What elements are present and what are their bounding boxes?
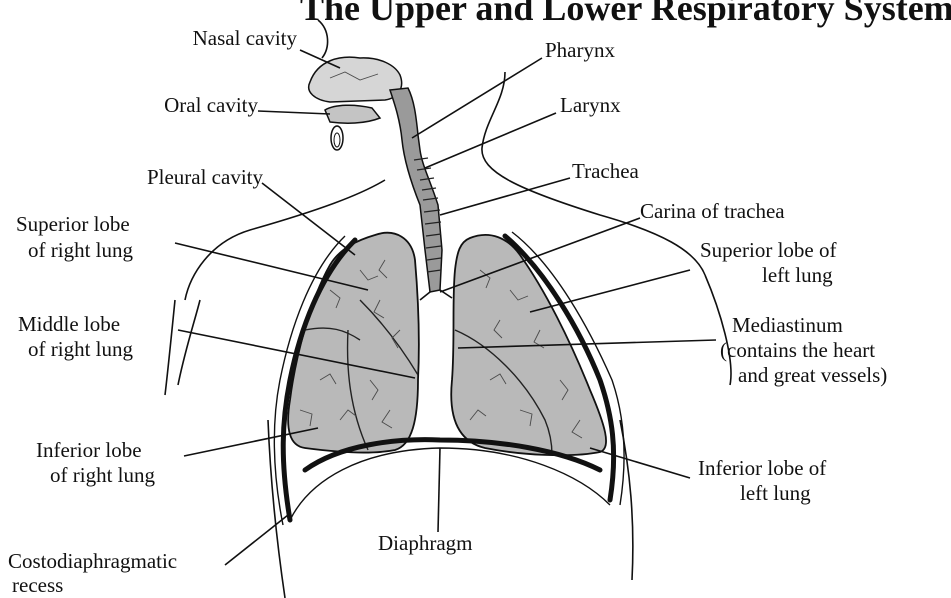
right-lung bbox=[288, 233, 419, 453]
label-inferior-right-line2: of right lung bbox=[50, 463, 155, 487]
label-inferior-left-line1: Inferior lobe of bbox=[698, 456, 826, 480]
label-pleural-cavity: Pleural cavity bbox=[147, 165, 264, 189]
diagram-title: The Upper and Lower Respiratory System bbox=[300, 0, 951, 28]
leader-costodiaphragmatic bbox=[225, 515, 288, 565]
label-superior-right-line1: Superior lobe bbox=[16, 212, 130, 236]
leader-pharynx bbox=[412, 58, 542, 138]
leader-oral-cavity bbox=[258, 111, 330, 114]
leader-trachea bbox=[440, 178, 570, 215]
label-trachea: Trachea bbox=[572, 159, 640, 183]
label-costodiaphragmatic-line2: recess bbox=[12, 573, 63, 597]
oral-cavity bbox=[325, 105, 380, 150]
label-middle-right-line1: Middle lobe bbox=[18, 312, 120, 336]
label-mediastinum-line3: and great vessels) bbox=[738, 363, 887, 387]
label-inferior-left-line2: left lung bbox=[740, 481, 811, 505]
leader-diaphragm bbox=[438, 448, 440, 532]
label-costodiaphragmatic-line1: Costodiaphragmatic bbox=[8, 549, 177, 573]
label-mediastinum-line2: (contains the heart bbox=[720, 338, 875, 362]
leader-lines bbox=[175, 50, 716, 565]
label-pharynx: Pharynx bbox=[545, 38, 615, 62]
label-superior-left-line1: Superior lobe of bbox=[700, 238, 836, 262]
label-diaphragm: Diaphragm bbox=[378, 531, 472, 555]
label-oral-cavity: Oral cavity bbox=[164, 93, 258, 117]
label-nasal-cavity: Nasal cavity bbox=[193, 26, 298, 50]
nasal-cavity bbox=[309, 57, 402, 102]
leader-inferior-left bbox=[590, 448, 690, 478]
labels: Nasal cavity Oral cavity Pharynx Larynx … bbox=[8, 26, 887, 597]
label-superior-right-line2: of right lung bbox=[28, 238, 133, 262]
label-superior-left-line2: left lung bbox=[762, 263, 833, 287]
leader-pleural-cavity bbox=[262, 183, 355, 255]
label-inferior-right-line1: Inferior lobe bbox=[36, 438, 142, 462]
label-middle-right-line2: of right lung bbox=[28, 337, 133, 361]
label-mediastinum-line1: Mediastinum bbox=[732, 313, 843, 337]
label-larynx: Larynx bbox=[560, 93, 621, 117]
label-carina: Carina of trachea bbox=[640, 199, 785, 223]
